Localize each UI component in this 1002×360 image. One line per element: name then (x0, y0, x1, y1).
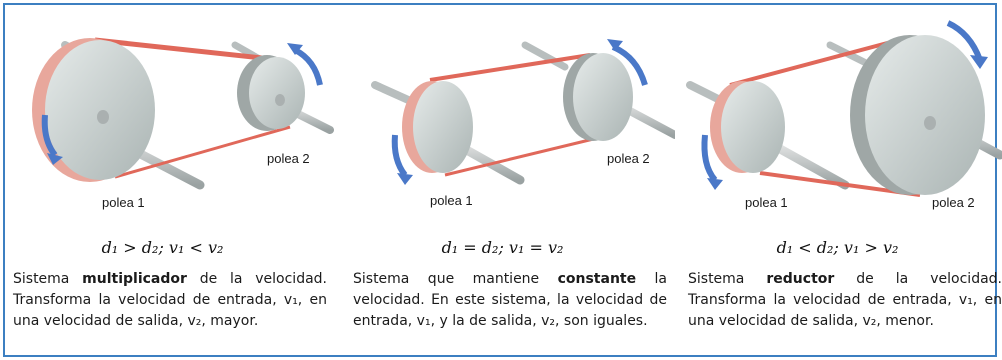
formula: d₁ < d₂; v₁ > v₂ (776, 238, 899, 257)
arrow-head-2-icon (287, 43, 303, 55)
pulley-1-label: polea 1 (745, 195, 788, 210)
panel-reducer: polea 1 polea 2 d₁ < d₂; v₁ > v₂ Sistema… (680, 5, 1002, 359)
panel-multiplier: polea 1 polea 2 d₁ > d₂; v₁ < v₂ Sistema… (5, 5, 335, 359)
rotation-arrow-2 (611, 44, 648, 86)
arrow-head-1-icon (707, 178, 723, 190)
arrow-head-2-icon (607, 39, 623, 51)
pulley-2-label: polea 2 (607, 151, 650, 166)
arrow-head-1-icon (47, 153, 63, 165)
rotation-arrow-2 (293, 47, 323, 86)
rotation-arrow-1 (391, 134, 408, 177)
caption-keyword: constante (557, 271, 637, 287)
panel-constant: polea 1 polea 2 d₁ = d₂; v₁ = v₂ Sistema… (345, 5, 675, 359)
arrow-head-1-icon (397, 173, 413, 185)
multiplier-illustration (32, 37, 334, 190)
constant-illustration (371, 39, 675, 185)
formula: d₁ = d₂; v₁ = v₂ (441, 238, 564, 257)
shaft-2-back (521, 41, 569, 71)
pulley-1 (721, 81, 785, 173)
pulley-1 (413, 81, 473, 173)
pulley-2-label: polea 2 (932, 195, 975, 210)
rotation-arrow-2 (946, 20, 983, 62)
caption-keyword: reductor (766, 271, 835, 287)
pulley-2 (573, 53, 633, 141)
reducer-illustration (686, 20, 1002, 197)
belt-top (729, 35, 911, 87)
belt-bottom (114, 125, 291, 179)
rotation-arrow-1 (41, 114, 58, 157)
pulley-1-label: polea 1 (430, 193, 473, 208)
figure-frame: polea 1 polea 2 d₁ > d₂; v₁ < v₂ Sistema… (3, 3, 1002, 359)
caption: Sistema reductor de la velocidad. Transf… (688, 271, 1002, 329)
arrow-head-2-icon (970, 55, 988, 69)
pulley-2 (249, 57, 305, 129)
caption: Sistema multiplicador de la velocidad. T… (13, 271, 327, 329)
rotation-arrow-1 (701, 134, 718, 182)
caption-keyword: multiplicador (82, 271, 187, 287)
belt-top (429, 53, 591, 82)
caption: Sistema que mantiene constante la veloci… (353, 271, 667, 329)
pulley-1 (45, 40, 155, 180)
pulley-2-label: polea 2 (267, 151, 310, 166)
pulley-1-label: polea 1 (102, 195, 145, 210)
formula: d₁ > d₂; v₁ < v₂ (101, 238, 224, 257)
belt-bottom (444, 133, 611, 177)
pulley-2 (865, 35, 985, 195)
belt-top (94, 37, 281, 63)
